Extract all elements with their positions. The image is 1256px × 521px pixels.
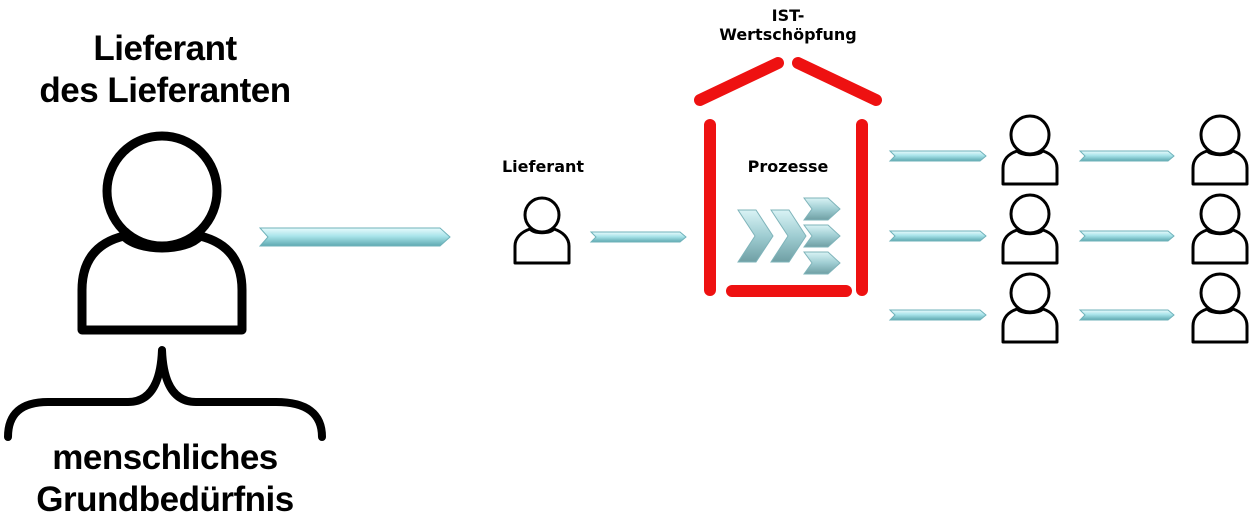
chevron-icon	[803, 224, 841, 248]
person-icon	[1001, 193, 1059, 265]
person-icon	[77, 131, 247, 335]
supplier-of-supplier-title: Lieferant des Lieferanten	[39, 29, 291, 110]
chevron-icon	[737, 209, 774, 263]
person-icon	[1001, 272, 1059, 344]
arrow-icon	[258, 227, 451, 247]
arrow-icon	[1078, 230, 1175, 242]
arrow-icon	[888, 309, 987, 321]
processes-label: Prozesse	[747, 157, 829, 176]
basic-need-label: menschliches Grundbedürfnis	[36, 438, 294, 519]
chevron-icon	[803, 251, 841, 275]
arrow-icon	[589, 231, 687, 243]
person-icon	[513, 196, 571, 265]
person-icon	[1191, 193, 1249, 265]
person-icon	[1191, 272, 1249, 344]
arrow-icon	[1078, 150, 1175, 162]
chevron-icon	[770, 209, 807, 263]
person-icon	[1001, 114, 1059, 186]
curly-brace-icon	[4, 346, 326, 441]
arrow-icon	[888, 230, 987, 242]
chevron-icon	[803, 197, 841, 221]
person-icon	[1191, 114, 1249, 186]
arrow-icon	[1078, 309, 1175, 321]
arrow-icon	[888, 150, 987, 162]
house-outline-icon	[694, 57, 882, 297]
supplier-label: Lieferant	[501, 157, 585, 176]
ist-value-creation-label: IST- Wertschöpfung	[719, 6, 857, 45]
